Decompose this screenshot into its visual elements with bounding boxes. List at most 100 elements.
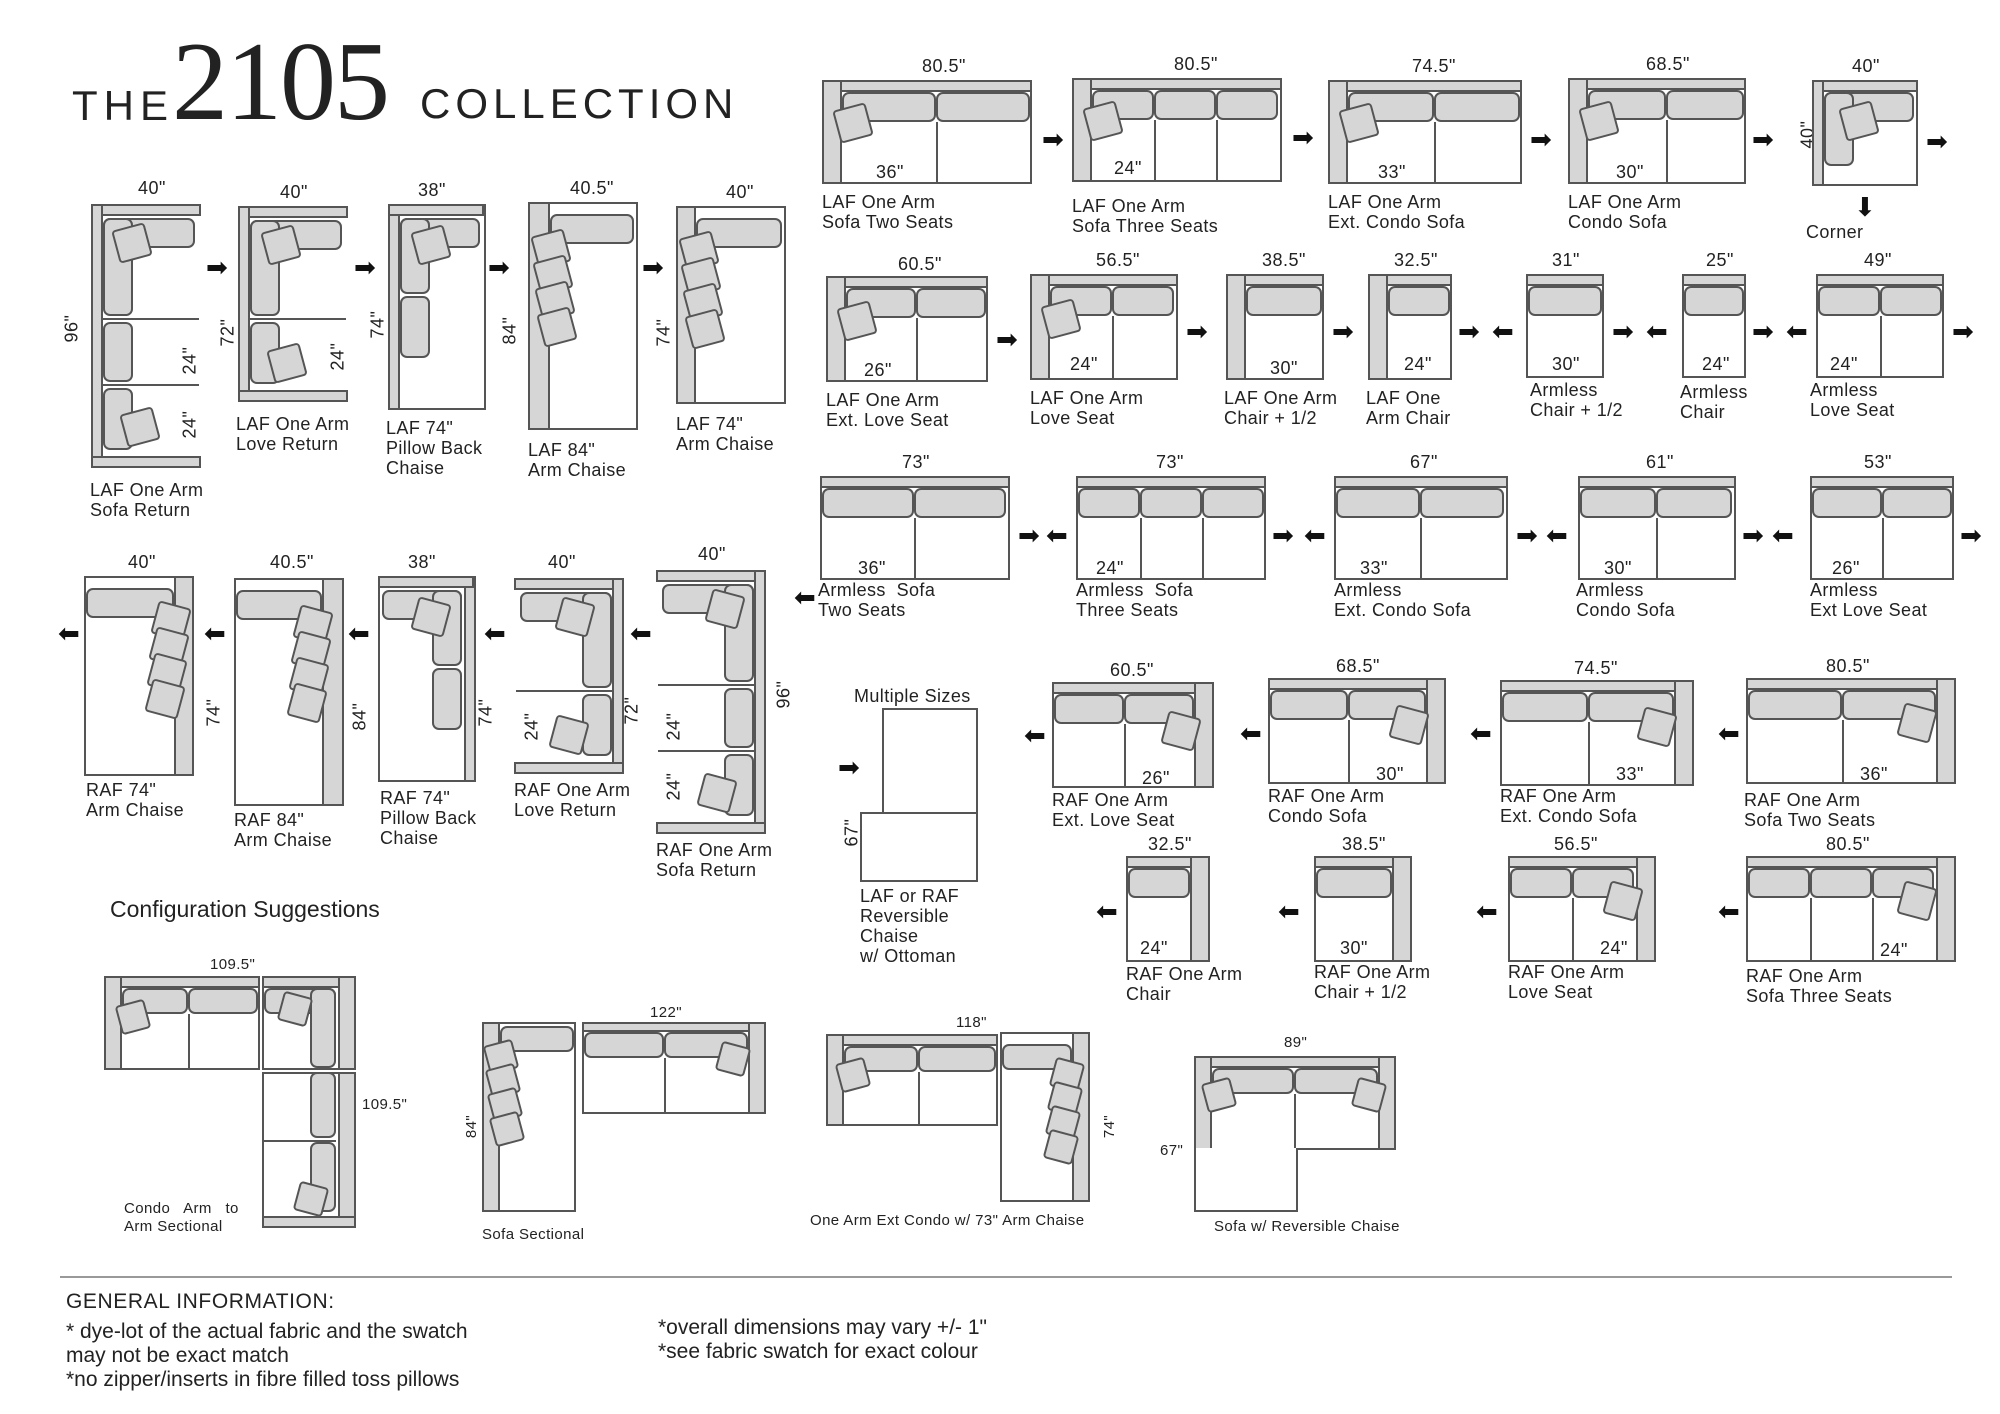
piece-armless-sofa-three-seats — [1076, 476, 1268, 582]
arrow-right-icon: ➡ — [1042, 124, 1064, 154]
piece-laf-one-arm-ext-condo-sofa — [1328, 80, 1524, 186]
dim-width: 38.5" — [1342, 834, 1386, 854]
config-condo-arm-to-arm — [104, 976, 358, 1230]
dim-width: 40" — [726, 182, 754, 202]
dim-width: 56.5" — [1554, 834, 1598, 854]
dim-height: 67" — [841, 818, 862, 847]
dim-width: 40" — [138, 178, 166, 198]
piece-armless-chair-half — [1526, 274, 1606, 380]
piece-raf-one-arm-ext-condo-sofa — [1500, 680, 1696, 788]
seat-dim: 24" — [1404, 354, 1432, 374]
arrow-left-icon: ⬅ — [204, 618, 226, 648]
piece-armless-sofa-two-seats — [820, 476, 1012, 582]
piece-label: LAF One Arm Love Return — [236, 414, 350, 454]
dim-width: 60.5" — [1110, 660, 1154, 680]
dim-height: 84" — [349, 702, 370, 731]
dim-height: 96" — [61, 314, 82, 343]
config-heading: Configuration Suggestions — [110, 896, 380, 922]
arrow-left-icon: ⬅ — [1470, 718, 1492, 748]
config-dim: 109.5" — [210, 956, 256, 973]
config-dim: 89" — [1284, 1034, 1308, 1051]
footer-divider — [60, 1276, 1952, 1278]
piece-raf-one-arm-love-return — [514, 578, 626, 776]
piece-label: RAF One Arm Sofa Return — [656, 840, 773, 880]
piece-raf-84-arm-chaise — [234, 578, 344, 808]
arrow-right-icon: ➡ — [1516, 520, 1538, 550]
seat-dim: 26" — [1142, 768, 1170, 788]
piece-armless-ext-love-seat — [1810, 476, 1956, 582]
arrow-right-icon: ➡ — [996, 324, 1018, 354]
arrow-left-icon: ⬅ — [1718, 896, 1740, 926]
dim-width: 25" — [1706, 250, 1734, 270]
piece-label: LAF One Arm Chair + 1/2 — [1224, 388, 1338, 428]
piece-raf-one-arm-sofa-two-seats — [1746, 678, 1958, 786]
piece-label: Armless Love Seat — [1810, 380, 1895, 420]
piece-corner — [1812, 80, 1920, 188]
piece-raf-74-arm-chaise — [84, 576, 196, 778]
arrow-right-icon: ➡ — [1612, 316, 1634, 346]
dim-height: 74" — [653, 318, 674, 347]
piece-label: RAF One Arm Love Return — [514, 780, 631, 820]
arrow-left-icon: ⬅ — [630, 618, 652, 648]
piece-label: Armless Chair + 1/2 — [1530, 380, 1623, 420]
seat-dim: 33" — [1616, 764, 1644, 784]
dim-width: 80.5" — [922, 56, 966, 76]
piece-label: RAF One Arm Love Seat — [1508, 962, 1625, 1002]
arrow-right-icon: ➡ — [642, 252, 664, 282]
seat-dim: 33" — [1360, 558, 1388, 578]
dim-width: 40" — [128, 552, 156, 572]
piece-laf-one-arm-sofa-return — [91, 204, 203, 470]
piece-raf-one-arm-sofa-three-seats — [1746, 856, 1958, 964]
dim-width: 31" — [1552, 250, 1580, 270]
config-one-arm-ext-condo — [826, 1032, 1092, 1204]
piece-label: LAF 84" Arm Chaise — [528, 440, 627, 480]
arrow-right-icon: ➡ — [1742, 520, 1764, 550]
dim-width: 80.5" — [1826, 656, 1870, 676]
piece-label: LAF One Arm Sofa Return — [90, 480, 204, 520]
piece-label: LAF One Arm Sofa Three Seats — [1072, 196, 1219, 236]
piece-armless-ext-condo-sofa — [1334, 476, 1510, 582]
dim-width: 32.5" — [1394, 250, 1438, 270]
dim-width: 38" — [418, 180, 446, 200]
piece-label: LAF One Arm Chair — [1366, 388, 1451, 428]
dim-width: 80.5" — [1174, 54, 1218, 74]
chaise-caption: LAF or RAF Reversible Chaise w/ Ottoman — [860, 886, 960, 966]
piece-label: RAF One Arm Sofa Two Seats — [1744, 790, 1876, 830]
dim-width: 40.5" — [270, 552, 314, 572]
general-note: *overall dimensions may vary +/- 1" — [658, 1316, 987, 1339]
seat-dim: 24" — [1070, 354, 1098, 374]
config-sofa-sectional — [482, 1022, 768, 1214]
arrow-right-icon: ➡ — [206, 252, 228, 282]
arrow-left-icon: ⬅ — [1278, 896, 1300, 926]
arrow-down-icon: ⬇ — [1854, 192, 1876, 222]
seat-dim: 33" — [1378, 162, 1406, 182]
dim-width: 38" — [408, 552, 436, 572]
piece-label: RAF One Arm Chair — [1126, 964, 1243, 1004]
arrow-right-icon: ➡ — [354, 252, 376, 282]
arrow-right-icon: ➡ — [1952, 316, 1974, 346]
piece-laf-one-arm-condo-sofa — [1568, 78, 1748, 186]
piece-armless-condo-sofa — [1578, 476, 1738, 582]
seat-dim: 30" — [1616, 162, 1644, 182]
piece-label: Armless Ext. Condo Sofa — [1334, 580, 1472, 620]
seat-dim: 36" — [858, 558, 886, 578]
arrow-left-icon: ⬅ — [1476, 896, 1498, 926]
seat-dim: 36" — [1860, 764, 1888, 784]
title-the: THE — [72, 82, 174, 129]
dim-height: 96" — [773, 680, 794, 709]
arrow-right-icon: ➡ — [1332, 316, 1354, 346]
arrow-left-icon: ⬅ — [1046, 520, 1068, 550]
seat-dim: 24" — [1702, 354, 1730, 374]
seat-dim: 24" — [1880, 940, 1908, 960]
multiple-sizes-label: Multiple Sizes — [854, 686, 971, 706]
dim-width: 40" — [698, 544, 726, 564]
piece-label: RAF One Arm Condo Sofa — [1268, 786, 1385, 826]
seat-dim: 24" — [1830, 354, 1858, 374]
dim-width: 80.5" — [1826, 834, 1870, 854]
seat-dim: 24" — [663, 712, 684, 741]
dim-width: 40" — [280, 182, 308, 202]
seat-dim: 24" — [179, 346, 200, 375]
seat-dim: 30" — [1270, 358, 1298, 378]
seat-dim: 24" — [521, 712, 542, 741]
general-note: * dye-lot of the actual fabric and the s… — [66, 1320, 468, 1343]
